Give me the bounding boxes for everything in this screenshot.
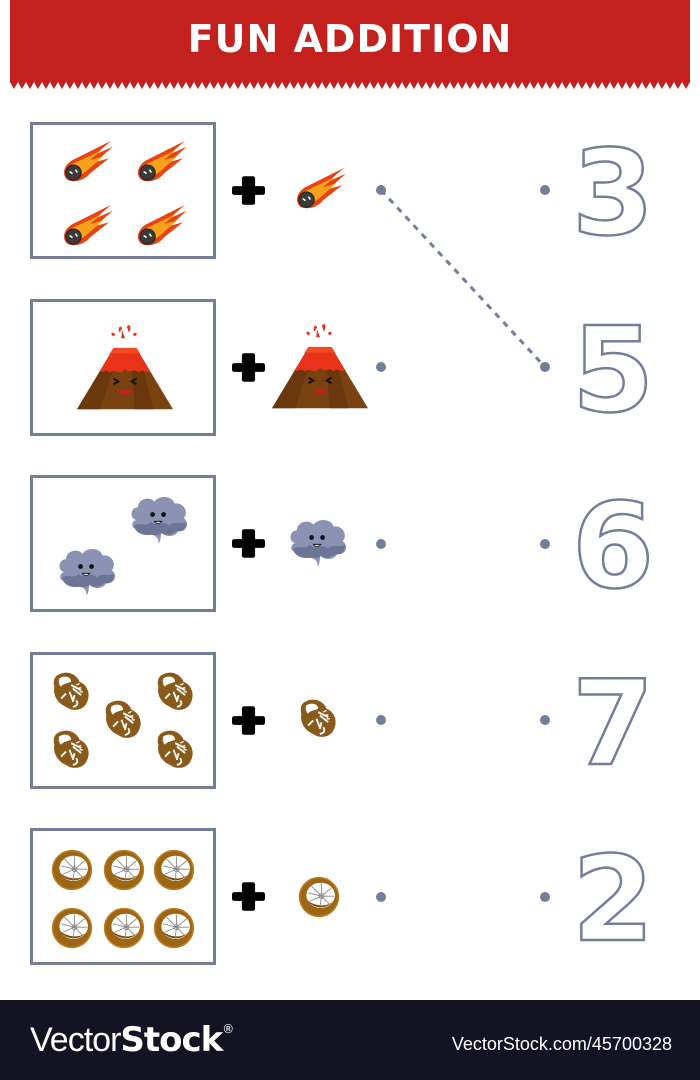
plus-icon (232, 351, 265, 384)
left-connect-dot[interactable] (376, 892, 386, 902)
dinosaur-fossil-icon (51, 669, 93, 713)
problem-row-dino-fossil: 7 (0, 652, 700, 792)
numeral-trace-2: 2 (571, 842, 656, 952)
banner-zigzag-edge (10, 82, 690, 90)
ammonite-fossil-icon (103, 849, 145, 891)
plus-icon (232, 880, 265, 913)
left-connect-dot[interactable] (376, 362, 386, 372)
dinosaur-fossil-icon (298, 696, 340, 740)
problem-row-cloud: 6 (0, 475, 700, 615)
svg-text:2: 2 (572, 842, 654, 952)
footer-watermark: VectorStock® VectorStock.com/45700328 (0, 1000, 700, 1080)
meteor-icon (131, 139, 189, 187)
left-connect-dot[interactable] (376, 715, 386, 725)
numeral-trace-6: 6 (571, 489, 656, 599)
ammonite-fossil-icon (298, 876, 340, 918)
count-box (30, 475, 216, 612)
left-connect-dot[interactable] (376, 185, 386, 195)
dinosaur-fossil-icon (103, 697, 145, 741)
header-banner: FUN ADDITION (10, 0, 690, 82)
image-id-link[interactable]: VectorStock.com/45700328 (451, 1034, 672, 1054)
numeral-trace-3: 3 (571, 136, 656, 246)
ammonite-fossil-icon (51, 849, 93, 891)
ammonite-fossil-icon (103, 907, 145, 949)
plus-icon (232, 174, 265, 207)
ammonite-fossil-icon (153, 907, 195, 949)
right-connect-dot[interactable] (540, 539, 550, 549)
dinosaur-fossil-icon (155, 727, 197, 771)
right-connect-dot[interactable] (540, 892, 550, 902)
left-connect-dot[interactable] (376, 539, 386, 549)
right-connect-dot[interactable] (540, 715, 550, 725)
svg-text:7: 7 (572, 666, 654, 776)
meteor-icon (290, 166, 348, 214)
smoke-cloud-icon (55, 544, 119, 600)
problem-row-volcano: 5 (0, 299, 700, 439)
problem-row-meteor: 3 (0, 122, 700, 262)
right-connect-dot[interactable] (540, 362, 550, 372)
dinosaur-fossil-icon (155, 669, 197, 713)
count-box (30, 828, 216, 965)
dinosaur-fossil-icon (51, 727, 93, 771)
numeral-trace-5: 5 (571, 313, 656, 423)
svg-text:6: 6 (572, 489, 654, 599)
problem-row-ammonite: 2 (0, 828, 700, 968)
meteor-icon (57, 203, 115, 251)
count-box (30, 299, 216, 436)
smoke-cloud-icon (127, 492, 191, 548)
right-connect-dot[interactable] (540, 185, 550, 195)
svg-text:5: 5 (572, 313, 654, 423)
count-box (30, 122, 216, 259)
numeral-trace-7: 7 (571, 666, 656, 776)
plus-icon (232, 704, 265, 737)
volcano-icon (77, 322, 173, 414)
meteor-icon (131, 203, 189, 251)
ammonite-fossil-icon (51, 907, 93, 949)
meteor-icon (57, 139, 115, 187)
count-box (30, 652, 216, 789)
plus-icon (232, 527, 265, 560)
volcano-icon (272, 321, 368, 413)
ammonite-fossil-icon (153, 849, 195, 891)
smoke-cloud-icon (286, 515, 350, 571)
page-title: FUN ADDITION (187, 17, 513, 61)
svg-text:3: 3 (572, 136, 654, 246)
vectorstock-logo: VectorStock® (30, 1020, 234, 1060)
